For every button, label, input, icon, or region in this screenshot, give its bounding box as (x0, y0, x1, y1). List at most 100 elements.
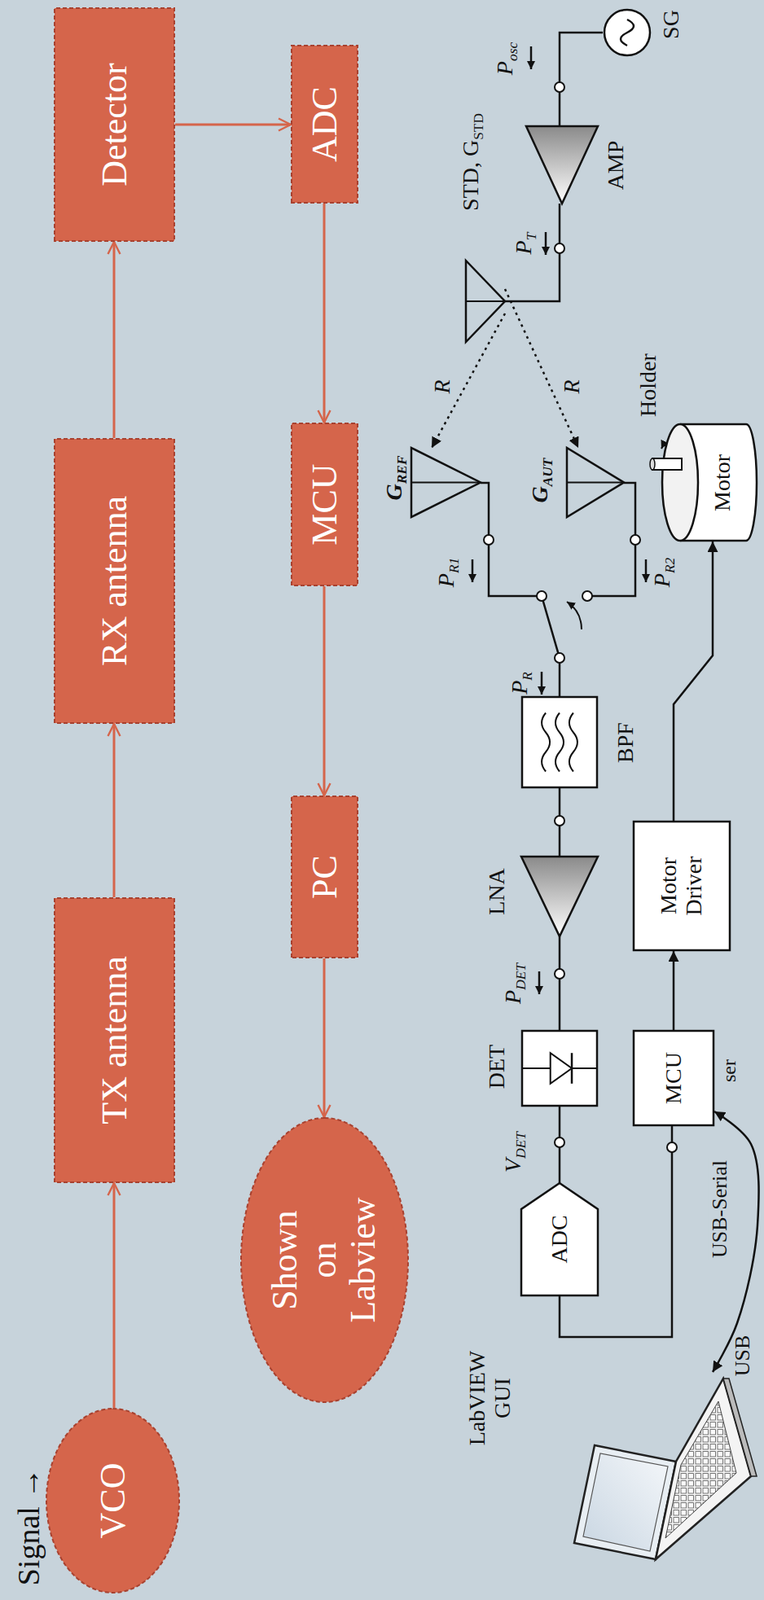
shape-outline (465, 260, 505, 343)
text-holder: Motor Driver (656, 827, 707, 945)
sine-symbol (620, 19, 634, 46)
amplifier-triangle (521, 856, 598, 937)
process-box: ADC (290, 44, 359, 204)
label-holder: Signal → (12, 1405, 47, 1600)
label-holder: PR2 (649, 450, 677, 695)
terminal (554, 816, 565, 826)
box-shape (54, 8, 175, 242)
filter-box (522, 697, 598, 788)
label-holder: ser (718, 948, 740, 1194)
text-part: STD, G (457, 140, 483, 211)
text-holder: STD, GSTD (458, 31, 486, 293)
box-shape (54, 898, 175, 1183)
text-holder: Shown on Labview (265, 1189, 384, 1332)
standard-antenna: STD, GSTD (465, 260, 505, 343)
component-label: BPF (613, 722, 639, 764)
shape-outline (602, 8, 652, 58)
box-shape (633, 1031, 714, 1126)
flow-arrow (113, 1183, 116, 1409)
text-part: V (500, 1159, 526, 1173)
antenna-symbol (465, 260, 505, 343)
subscript: AUT (540, 458, 556, 488)
shape-outline (570, 1372, 758, 1568)
component-label: LabVIEW GUI (465, 1337, 516, 1460)
wire (504, 203, 560, 302)
text-holder: MCU (661, 1036, 687, 1120)
edge-label-holder: R (559, 264, 585, 510)
subscript: T (523, 232, 540, 242)
text-part: P (433, 573, 459, 588)
subscript: R (519, 671, 536, 681)
power-arrow (645, 559, 648, 583)
power-arrow (544, 232, 548, 255)
power-arrow (540, 671, 544, 695)
antenna-symbol (411, 447, 481, 518)
subscript: DET (513, 963, 529, 991)
text-part: P (510, 240, 536, 255)
subscript: REF (394, 456, 410, 485)
text-holder: SG (658, 0, 685, 155)
power-label: PR1 (434, 557, 462, 588)
text-holder: GAUT (527, 350, 555, 611)
box-label: ADC (304, 86, 344, 163)
flow-arrow (175, 123, 291, 127)
box-label: Shown on Labview (265, 1189, 384, 1332)
box-shape (291, 423, 358, 586)
start-ellipse: VCO (45, 1408, 181, 1594)
process-box: MCU (290, 422, 359, 587)
label-holder: PT (511, 121, 539, 366)
label-holder: PR (507, 561, 535, 806)
part-label: Holder (636, 353, 662, 418)
voltage-label: VDET (500, 1132, 528, 1173)
shape-outline (411, 447, 481, 518)
text-holder: ADC (304, 51, 344, 198)
switch-contact (536, 591, 547, 602)
end-ellipse: Shown on Labview (240, 1117, 409, 1404)
wire (559, 32, 603, 127)
shape-outline (526, 126, 598, 204)
text-holder: Motor (710, 430, 736, 536)
driver-box: Motor Driver (632, 821, 731, 952)
power-arrow (471, 559, 475, 583)
text-holder: LNA (484, 761, 510, 1023)
text-holder: GREF (382, 347, 409, 609)
box-shape (291, 45, 358, 203)
antenna-symbol (566, 447, 624, 518)
power-arrow (530, 46, 533, 70)
edge-label: USB-Serial (708, 1158, 733, 1261)
detector-box (522, 1031, 598, 1107)
subscript: DET (513, 1132, 529, 1160)
process-box: TX antenna (53, 897, 176, 1184)
signal-heading: Signal → (12, 1468, 47, 1587)
power-label: Posc (492, 42, 520, 75)
component-label: LNA (484, 868, 510, 916)
port-label: ser (718, 1059, 740, 1083)
shape-outline (521, 696, 598, 789)
filter-wave (569, 713, 578, 773)
subscript: osc (504, 42, 521, 62)
subscript: R2 (662, 557, 678, 574)
flow-arrow (113, 724, 116, 898)
amplifier: AMP (526, 126, 598, 204)
label-holder: Posc (492, 0, 520, 181)
antenna-element (411, 482, 481, 484)
mcu-box: MCU (632, 1030, 715, 1127)
wire (673, 541, 713, 822)
reference-antenna: GREF (411, 447, 481, 518)
text-holder: TX antenna (94, 904, 134, 1177)
wire (672, 951, 676, 1031)
box-label: Detector (94, 62, 134, 186)
text-holder: ADC (547, 1189, 573, 1290)
shape-outline (566, 447, 624, 518)
label-holder: PDET (500, 861, 528, 1107)
diode-symbol (550, 1053, 572, 1085)
process-box: PC (290, 795, 359, 959)
adc-block: ADC (521, 1183, 598, 1296)
process-box: Detector (53, 7, 176, 242)
text-part: G (526, 486, 553, 503)
shape-outline (521, 1030, 598, 1107)
terminal (667, 1142, 677, 1153)
component-label: Motor (710, 454, 736, 512)
box-label: PC (304, 855, 344, 900)
